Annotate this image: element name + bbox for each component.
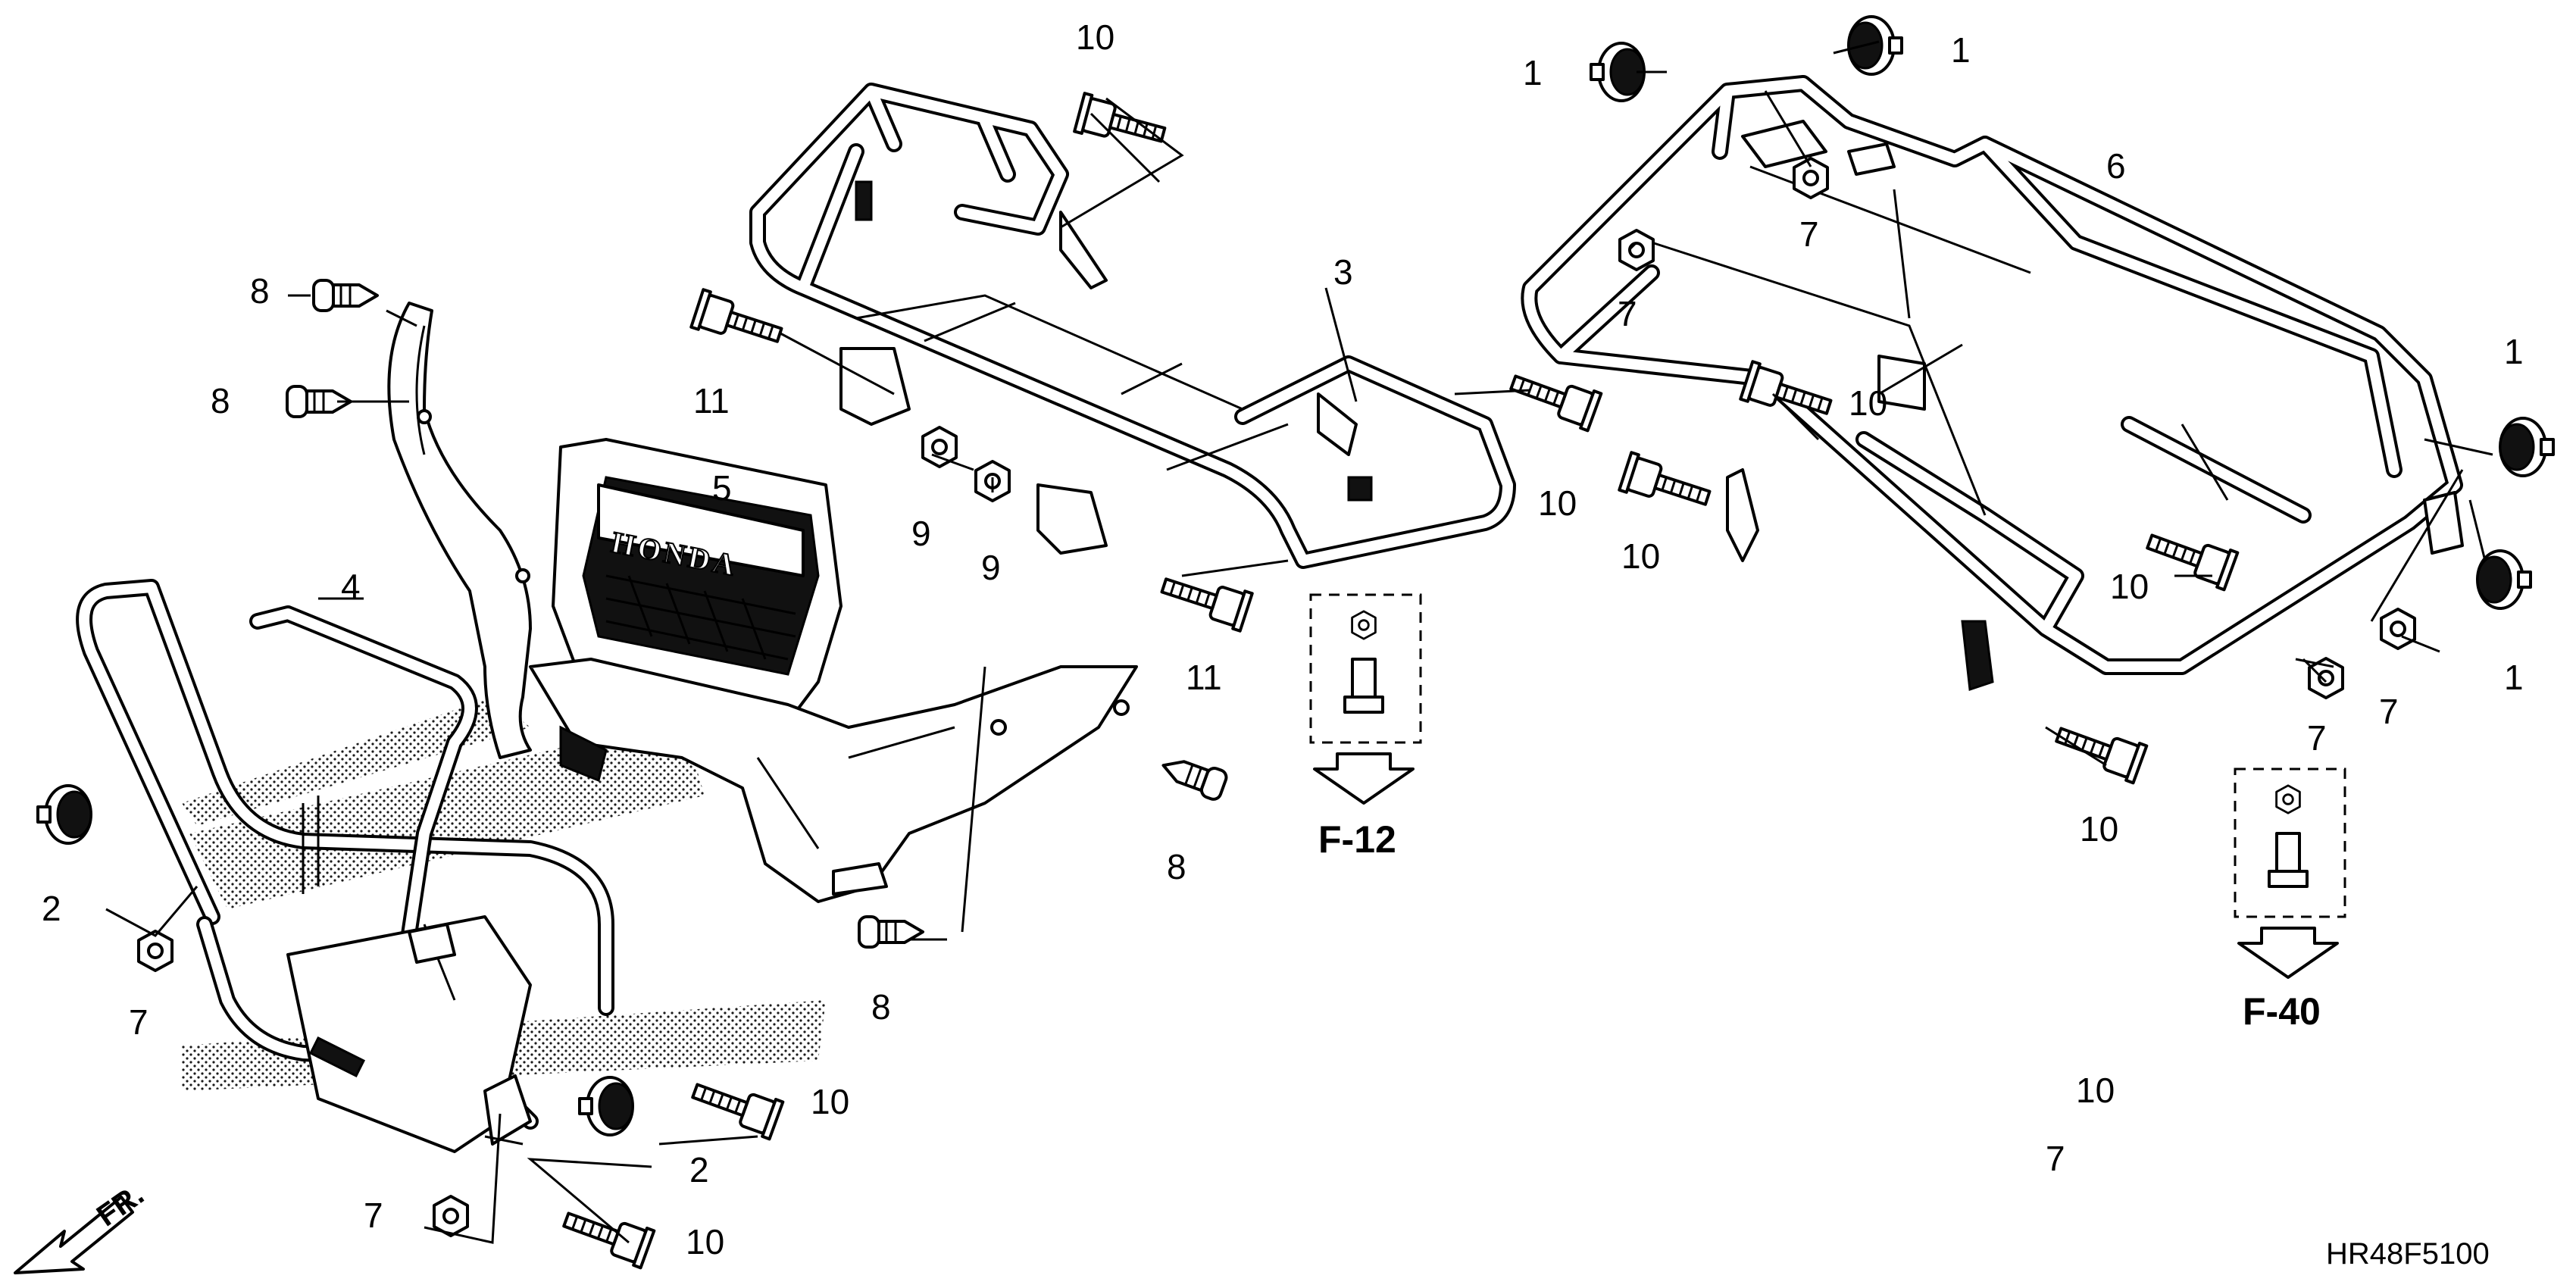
callout-4: 4 <box>341 567 361 606</box>
bolt-10-front-carrier-right <box>1505 362 1603 433</box>
reference-label-rear: F-40 <box>2243 990 2321 1033</box>
rear-carrier <box>1521 75 2464 692</box>
bolt-10-guard-a <box>686 1071 785 1141</box>
callout-7: 7 <box>2307 718 2327 758</box>
callout-1: 1 <box>1523 53 1543 92</box>
callout-10: 10 <box>2076 1071 2115 1110</box>
bolt-10-guard-b <box>558 1199 656 1270</box>
callout-7: 7 <box>129 1002 148 1042</box>
callout-11: 11 <box>693 381 730 420</box>
callout-9: 9 <box>911 514 931 553</box>
nut-7-rear-d <box>2380 608 2416 650</box>
bolt-11-front-carrier-lower <box>1156 565 1254 633</box>
grommet-1-c <box>2499 417 2555 477</box>
reference-box-front <box>1309 593 1422 805</box>
lower-front-cover <box>529 658 1138 903</box>
callout-10: 10 <box>1849 383 1887 423</box>
callout-7: 7 <box>2046 1139 2065 1178</box>
nut-7-rear-b <box>1618 229 1655 271</box>
callout-1: 1 <box>1951 30 1971 70</box>
callout-8: 8 <box>250 271 270 311</box>
callout-7: 7 <box>1618 294 1637 333</box>
callout-9: 9 <box>981 548 1001 587</box>
callout-3: 3 <box>1333 252 1353 292</box>
callout-10: 10 <box>2080 809 2118 849</box>
leader-lines <box>105 40 2493 1244</box>
callout-6: 6 <box>2106 146 2126 186</box>
nut-7-guard <box>137 930 174 972</box>
callout-10: 10 <box>1538 483 1577 523</box>
callout-8: 8 <box>871 987 891 1027</box>
grommet-1-a <box>1590 42 1646 102</box>
callout-2: 2 <box>689 1150 709 1190</box>
callout-5: 5 <box>712 468 732 508</box>
callout-10: 10 <box>686 1222 724 1261</box>
grommet-2-a <box>36 784 92 845</box>
diagram-code: HR48F5100 <box>2326 1237 2490 1271</box>
front-grille: HONDA <box>552 438 843 714</box>
callout-10: 10 <box>1076 17 1114 57</box>
callout-1: 1 <box>2504 658 2524 697</box>
front-direction-arrow: FR. <box>14 1177 150 1274</box>
callout-2: 2 <box>42 889 61 928</box>
reference-label-front: F-12 <box>1318 818 1396 861</box>
grommet-2-b <box>578 1076 634 1136</box>
nut-7-rear-a <box>1793 157 1829 199</box>
callout-10: 10 <box>1621 536 1660 576</box>
shading-front <box>182 697 826 1091</box>
front-guard <box>76 579 614 1153</box>
callout-labels: 10 1 1 6 7 7 3 8 8 11 5 9 9 10 10 10 1 1… <box>42 17 2524 1261</box>
bolt-11-front-carrier <box>689 288 787 355</box>
front-carrier <box>749 83 1516 569</box>
clip-8-c <box>1156 749 1230 803</box>
callout-8: 8 <box>1167 847 1186 886</box>
bolt-10-rear-carrier-a <box>1739 360 1837 427</box>
callout-10: 10 <box>2110 567 2149 606</box>
reference-box-rear <box>2234 767 2346 979</box>
bolt-10-rear-carrier-c <box>2141 521 2240 592</box>
bolt-10-rear-carrier-d <box>2050 714 2149 785</box>
clip-8-a <box>312 279 379 312</box>
grommet-1-b <box>1847 15 1903 76</box>
front-fender-left <box>387 302 532 759</box>
callout-11: 11 <box>1186 658 1222 697</box>
callout-7: 7 <box>1799 214 1819 254</box>
callout-8: 8 <box>211 381 230 420</box>
bolt-10-rear-carrier-b <box>1618 451 1715 518</box>
callout-1: 1 <box>2504 332 2524 371</box>
clip-8-d <box>858 915 924 949</box>
callout-7: 7 <box>2379 692 2399 731</box>
callout-10: 10 <box>811 1082 849 1121</box>
callout-7: 7 <box>364 1196 383 1235</box>
